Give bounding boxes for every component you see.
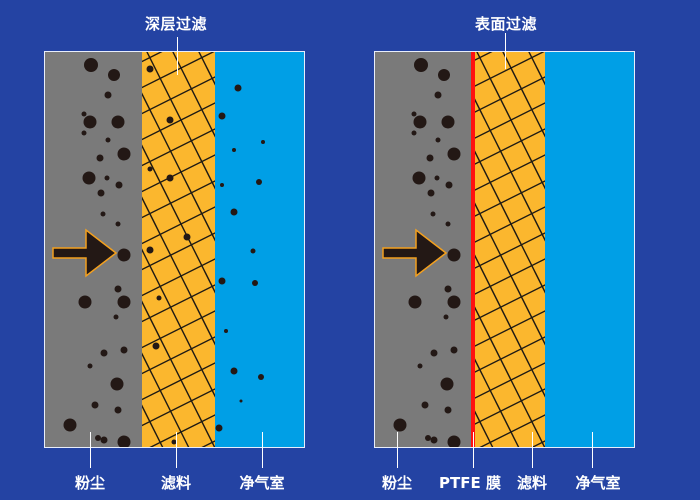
label-dust: 粉尘 [381, 474, 413, 492]
clean-chamber [215, 52, 304, 447]
label-leader-line [176, 432, 177, 468]
dust-particles [393, 58, 461, 447]
depth-filtration-illustration [45, 52, 304, 447]
airflow-arrow-icon [382, 228, 448, 278]
surface-filtration-title: 表面过滤 [474, 15, 538, 33]
label-leader-line [262, 432, 263, 468]
label-leader-line [397, 432, 398, 468]
clean-chamber [545, 52, 634, 447]
clean-particles [215, 84, 265, 432]
label-filter-media: 滤料 [516, 474, 548, 492]
title-leader-line [505, 33, 506, 69]
ptfe-membrane [471, 52, 475, 447]
surface-filtration-diagram [374, 51, 635, 448]
dust-particles [63, 58, 131, 447]
label-leader-line [90, 432, 91, 468]
airflow-arrow-icon [52, 228, 118, 278]
label-leader-line [473, 432, 474, 468]
depth-filtration-title: 深层过滤 [144, 15, 208, 33]
label-leader-line [532, 432, 533, 468]
title-leader-line [177, 37, 178, 75]
media-particles [146, 65, 191, 445]
label-clean-chamber: 净气室 [239, 474, 285, 492]
filter-media [472, 52, 545, 447]
label-leader-line [592, 432, 593, 468]
surface-filtration-illustration [375, 52, 634, 447]
label-filter-media: 滤料 [160, 474, 192, 492]
label-ptfe-membrane: PTFE 膜 [439, 474, 501, 492]
label-dust: 粉尘 [74, 474, 106, 492]
depth-filtration-diagram [44, 51, 305, 448]
label-clean-chamber: 净气室 [575, 474, 621, 492]
